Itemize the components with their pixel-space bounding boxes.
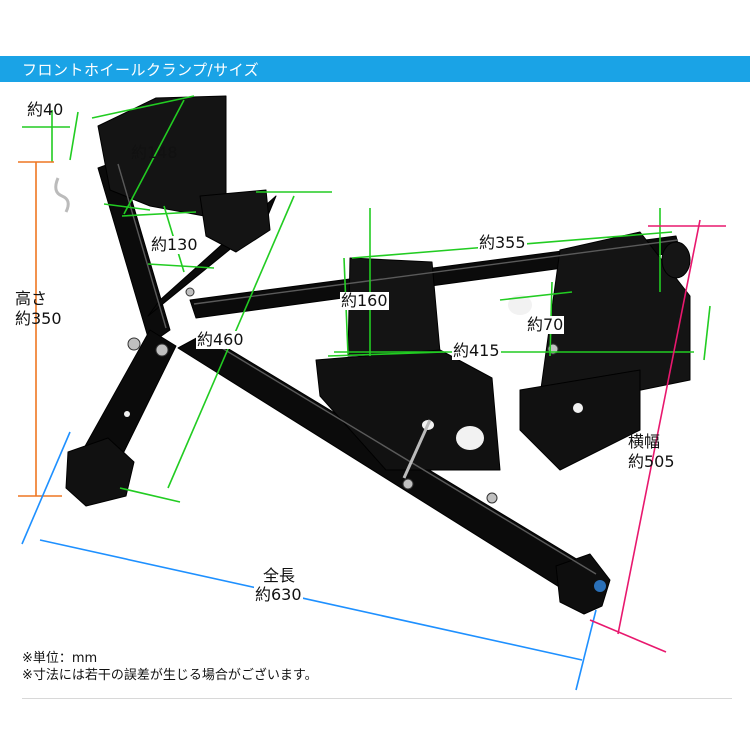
width-label: 横幅 <box>628 432 661 451</box>
pin-and-spring <box>54 177 432 479</box>
dim-415-label: 約415 <box>452 341 501 360</box>
header-bar: フロントホイールクランプ/サイズ <box>0 56 750 82</box>
dim-148-label: 約148 <box>131 143 178 162</box>
length-value: 約630 <box>254 585 303 604</box>
height-value: 約350 <box>15 309 62 328</box>
tube-highlights <box>117 163 679 575</box>
width-dimension-line <box>589 219 726 653</box>
dim-40-label: 約40 <box>27 100 64 119</box>
wheel-clamp-illustration <box>65 95 691 615</box>
dim-460-label: 約460 <box>196 330 245 349</box>
plate-holes <box>124 295 583 450</box>
dim-160-label: 約160 <box>340 291 389 310</box>
length-label: 全長 <box>262 566 297 585</box>
width-value: 約505 <box>628 452 675 471</box>
page-title: フロントホイールクランプ/サイズ <box>22 61 260 79</box>
height-label: 高さ <box>15 289 48 308</box>
unit-note: ※単位：mm <box>22 651 98 666</box>
height-dimension-line <box>18 161 62 497</box>
dim-355-label: 約355 <box>478 233 527 252</box>
error-note: ※寸法には若干の誤差が生じる場合がございます。 <box>22 668 318 683</box>
length-dimension-line <box>21 431 597 691</box>
dim-130-label: 約130 <box>150 235 199 254</box>
dim-70-label: 約70 <box>526 315 565 334</box>
footer-divider <box>22 698 732 699</box>
bolts <box>127 287 559 504</box>
